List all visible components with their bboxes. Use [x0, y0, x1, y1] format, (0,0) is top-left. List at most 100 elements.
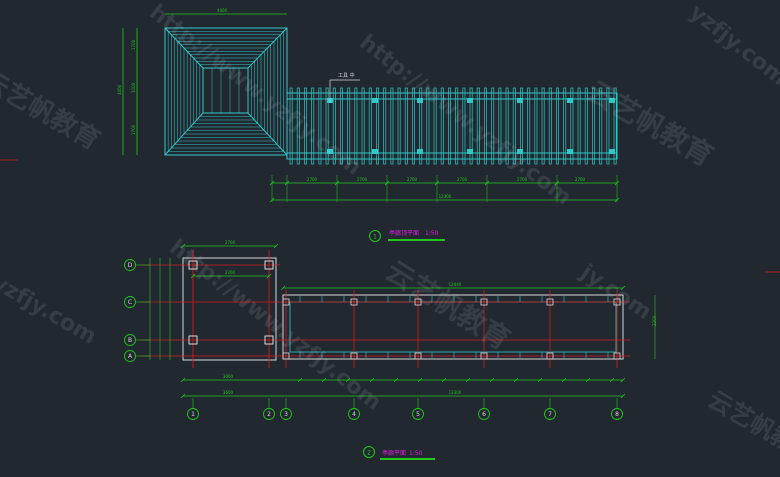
bench-slats [299, 296, 609, 358]
dim-left-total: 4400 [117, 84, 122, 95]
roof-hatch-line [167, 31, 285, 152]
pergola-slat [304, 87, 307, 165]
pergola-slat [548, 87, 552, 165]
pergola-slat [491, 87, 495, 165]
leader-note: 工具 中 [338, 72, 355, 79]
pavilion-column [188, 260, 198, 270]
dim-b-5: 2700 [517, 177, 528, 182]
pergola-slat [332, 87, 336, 165]
pergola-slat [325, 87, 329, 165]
pavilion-floor [182, 257, 277, 361]
grid-bubble-row-label: C [128, 299, 132, 306]
floor-plan-title: 2 亭廊平面 1:50 [363, 446, 435, 460]
dim-tick [513, 377, 519, 383]
pergola-slat [476, 87, 480, 165]
roof-hatch-line [196, 61, 255, 121]
pergola-post [517, 149, 523, 154]
pergola-slat [390, 87, 394, 165]
dim-tick [609, 377, 615, 383]
corridor-column [613, 298, 621, 306]
pergola-roof [286, 87, 618, 165]
pergola-slat [397, 87, 401, 165]
corridor-column [480, 298, 488, 306]
corridor-floor [282, 294, 624, 360]
pergola-post [567, 98, 573, 103]
dim-tick [297, 377, 303, 383]
pergola-slat [556, 87, 559, 165]
roof-title-bubble [369, 230, 381, 242]
grid-bubble-col-label: 5 [416, 411, 420, 418]
pergola-post [467, 149, 473, 154]
corridor-column [282, 352, 290, 360]
pergola-slat [606, 87, 610, 165]
dim-top-label: 4400 [217, 8, 228, 13]
grid-bubble-col-label: 8 [615, 411, 619, 418]
pergola-post [372, 149, 378, 154]
pergola-slat [376, 87, 379, 165]
pergola-slat [340, 87, 343, 165]
dim-tick [489, 377, 495, 383]
pavilion-column [188, 335, 198, 345]
pergola-post [327, 149, 333, 154]
dim-tick [441, 377, 447, 383]
pergola-slat [440, 87, 444, 165]
pergola-slat [347, 87, 351, 165]
roof-title-scale: 1:50 [425, 230, 439, 237]
pergola-slat [419, 87, 423, 165]
pergola-slat [383, 87, 387, 165]
dim-tick [180, 393, 186, 399]
pergola-slat [520, 87, 523, 165]
dim-b-4: 2700 [457, 177, 468, 182]
roof-inner [202, 67, 249, 114]
dim-left-3: 1700 [131, 124, 136, 135]
corridor-column [414, 298, 422, 306]
grid-bubble-col-label: 6 [482, 411, 486, 418]
pergola-slat [462, 87, 466, 165]
pergola-slat [426, 87, 430, 165]
pergola-slat [469, 87, 473, 165]
corridor-column [282, 298, 290, 306]
floor-dim-bottom-left: 3000 [223, 374, 234, 379]
pergola-slat [534, 87, 538, 165]
roof-hip-br [247, 112, 288, 156]
dim-tick [620, 393, 626, 399]
grid-bubble-col-label: 3 [284, 411, 288, 418]
corridor-column [350, 298, 358, 306]
dim-tick [345, 377, 351, 383]
pergola-slat [577, 87, 581, 165]
grid-bubble-col-label: 4 [352, 411, 356, 418]
roof-hatch-line [183, 47, 268, 135]
pergola-slat [599, 87, 603, 165]
pergola-slat [433, 87, 437, 165]
pergola-post [609, 149, 615, 154]
dim-tick [180, 243, 186, 249]
roof-hatch-line [199, 64, 252, 117]
pergola-slat [361, 87, 365, 165]
floor-dim-overall: 12300 [449, 390, 462, 395]
dim-tick [273, 243, 279, 249]
dim-tick [614, 197, 620, 203]
dim-b-2: 2700 [357, 177, 368, 182]
corridor-column [414, 352, 422, 360]
dim-tick [465, 377, 471, 383]
dim-left-1: 1700 [131, 39, 136, 50]
pergola-slat [570, 87, 574, 165]
floor-dim-bottom-left2: 3600 [223, 390, 234, 395]
pergola-post [517, 98, 523, 103]
pergola-slat [412, 87, 415, 165]
roof-title-text: 亭廊顶平面 [389, 229, 419, 237]
roof-hip-tl [164, 27, 204, 69]
dim-tick [369, 377, 375, 383]
pergola-slat [505, 87, 509, 165]
dim-b-3: 2700 [407, 177, 418, 182]
corridor-column [613, 352, 621, 360]
dim-tick [190, 273, 196, 279]
dim-b-1: 2700 [307, 177, 318, 182]
dim-tick [180, 377, 186, 383]
grid-bubble-col-label: 2 [267, 411, 271, 418]
pergola-slat [311, 87, 315, 165]
roof-hip-tr [247, 27, 288, 69]
roof-dimensions: 4400 1700 1000 1700 4400 2700 2700 2700 … [117, 8, 620, 203]
dim-tick [417, 377, 423, 383]
